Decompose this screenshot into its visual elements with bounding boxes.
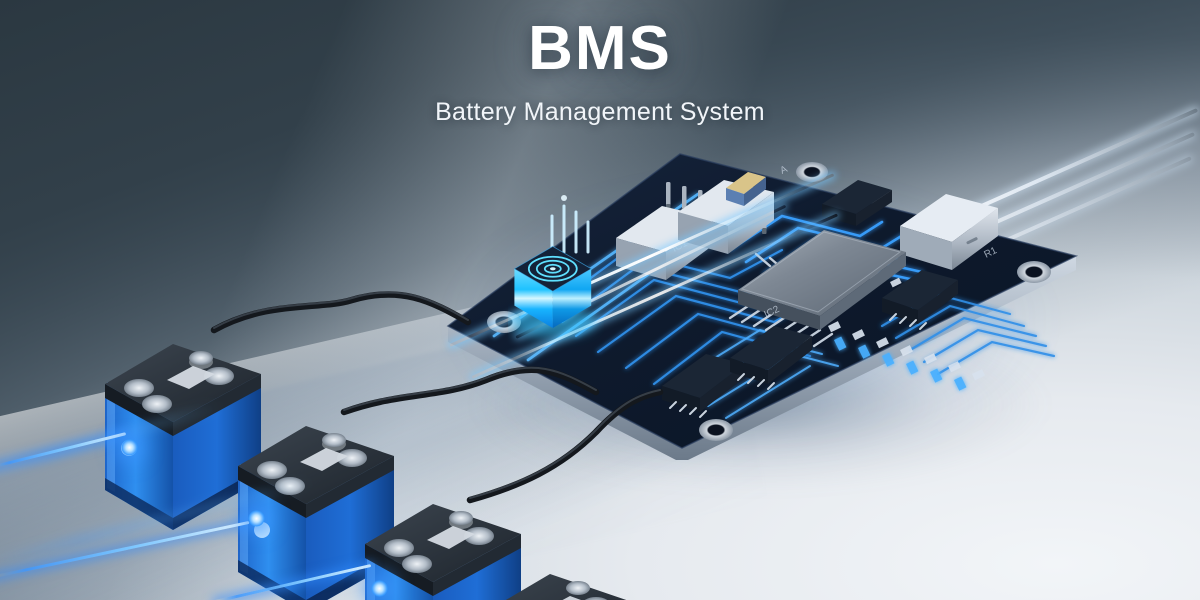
battery-terminals-1: [124, 351, 234, 413]
bms-circuit-board: A IC1 IC2 R1: [430, 130, 1090, 490]
driver-ic-3: [882, 270, 958, 330]
signal-waves-icon: [550, 195, 590, 254]
cell-beam-emitter-3: [371, 580, 388, 597]
cell-beam-emitter-2: [248, 510, 265, 527]
battery-label-4: [562, 596, 581, 600]
small-ic-packages: [662, 180, 958, 418]
battery-label-2: [300, 448, 348, 471]
module-right-face: [552, 268, 592, 328]
battery-terminals-4: [566, 581, 608, 600]
cell-beam-emitter-1: [121, 439, 138, 456]
main-microcontroller: [728, 230, 906, 348]
battery-cell-4: [472, 548, 672, 600]
svg-text:A: A: [778, 164, 789, 177]
battery-label-3: [427, 526, 475, 549]
battery-label-1: [167, 366, 215, 389]
chip-top-face: [738, 230, 906, 316]
battery-cap-4: [505, 574, 627, 600]
edge-connector: [900, 194, 998, 270]
small-ic-top: [822, 180, 892, 226]
driver-ic-1: [662, 354, 744, 418]
mounting-holes: [487, 162, 1051, 441]
module-left-face: [514, 268, 553, 328]
battery-terminals-2: [257, 433, 367, 495]
battery-terminals-3: [384, 511, 494, 573]
svg-text:R1: R1: [982, 245, 999, 261]
gold-capacitor: [726, 172, 766, 206]
driver-ic-2: [730, 326, 812, 390]
concentric-target-icon: [527, 255, 578, 282]
battery-cell-3: [355, 478, 555, 600]
wireless-sensor-module: [509, 245, 596, 338]
